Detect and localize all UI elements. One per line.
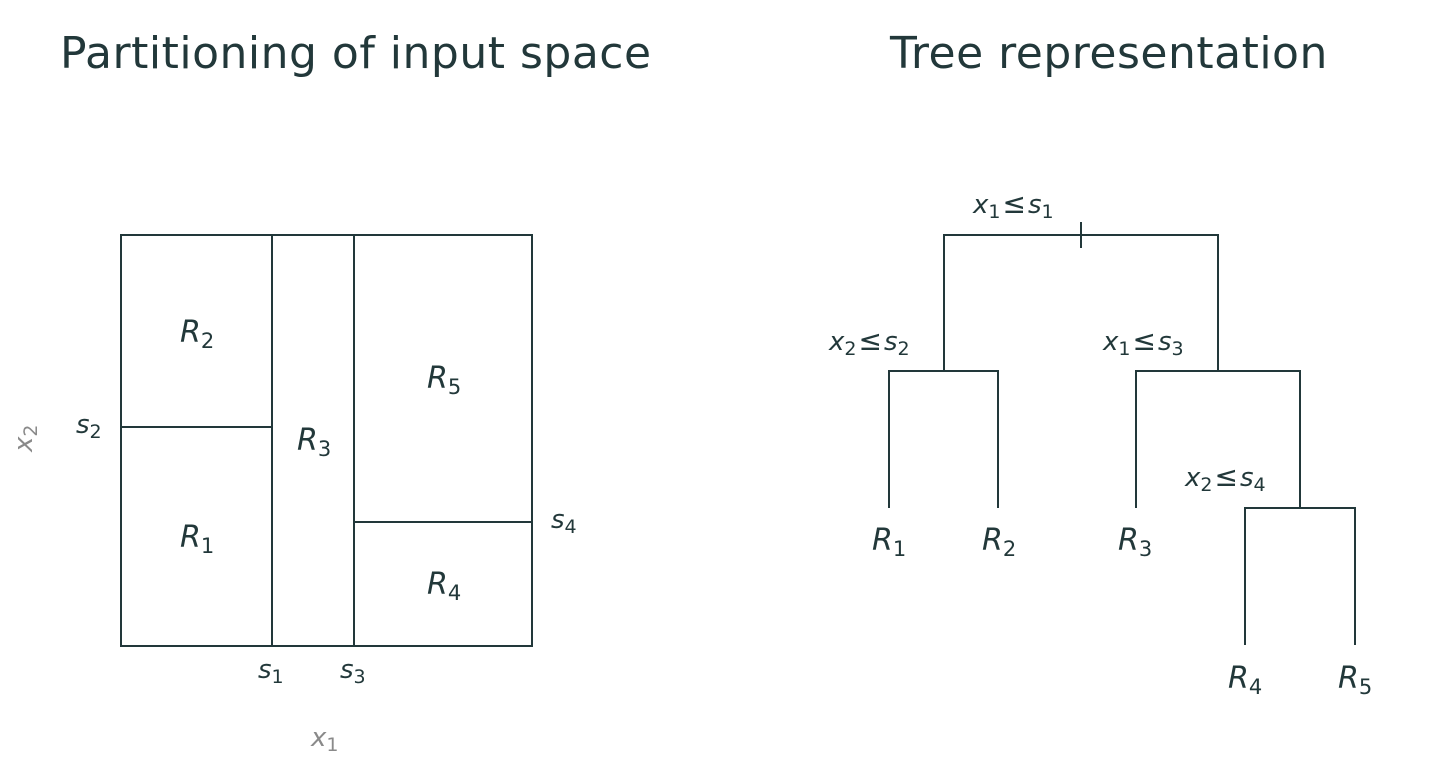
tree-diagram: x1≤s1 x2≤s2 x1≤s3 x2≤s4 R1 R2 R3 R4 R5 [828,187,1372,699]
split-label-s4: s4 [551,505,577,538]
x-axis-label: x1 [310,723,338,756]
partition-title: Partitioning of input space [60,28,652,79]
region-label-r1: R1 [180,520,214,558]
leaf-label-r4: R4 [1228,661,1262,699]
partition-diagram: R2 R1 R3 R5 R4 s2 s4 s1 s3 x1 x2 [9,234,577,756]
tree-title: Tree representation [890,28,1328,79]
split-label-s3: s3 [340,655,366,688]
leaf-label-r5: R5 [1338,661,1372,699]
tree-edge-right-right [1244,507,1356,645]
node-label-left: x2≤s2 [828,324,910,360]
split-label-s1: s1 [258,655,284,688]
node-label-right: x1≤s3 [1102,324,1184,360]
tree-edge-right [1135,370,1301,508]
leaf-label-r2: R2 [982,523,1016,561]
region-label-r2: R2 [180,315,214,353]
region-label-r4: R4 [427,567,461,605]
node-label-right-right: x2≤s4 [1184,460,1266,496]
leaf-label-r3: R3 [1118,523,1152,561]
split-label-s2: s2 [76,410,102,443]
node-label-root: x1≤s1 [972,187,1054,223]
y-axis-label: x2 [9,425,42,453]
region-label-r3: R3 [297,423,331,461]
region-label-r5: R5 [427,361,461,399]
input-space-border [120,234,533,647]
leaf-label-r1: R1 [872,523,906,561]
tree-edge-left [888,370,999,508]
